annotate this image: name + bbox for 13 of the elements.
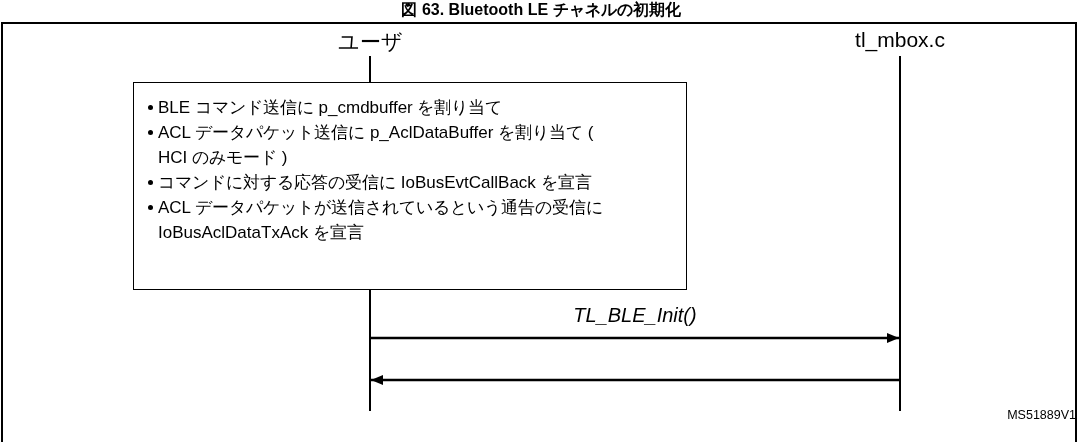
note-text: BLE コマンド送信に p_cmdbuffer を割り当て xyxy=(158,98,503,117)
note-text: ACL データパケットが送信されているという通告の受信に IoBusAclDataTxAck を宣言 xyxy=(158,198,604,242)
figure-title: 図 63. Bluetooth LE チャネルの初期化 xyxy=(400,0,682,20)
edge-label: TL_BLE_Init() xyxy=(572,304,698,327)
message-arrow xyxy=(371,333,899,343)
figure-id: MS51889V1 xyxy=(1007,408,1076,422)
note-text: ACL データパケット送信に p_AclDataBuffer を割り当て ( HCI のみモード ) xyxy=(158,123,594,167)
note-text: コマンドに対する応答の受信に IoBusEvtCallBack を宣言 xyxy=(158,173,592,192)
message-arrow xyxy=(371,375,899,385)
lifeline-header: ユーザ xyxy=(325,28,415,56)
note-box xyxy=(133,82,687,290)
lifeline-header: tl_mbox.c xyxy=(845,28,955,56)
lifeline xyxy=(899,56,901,411)
